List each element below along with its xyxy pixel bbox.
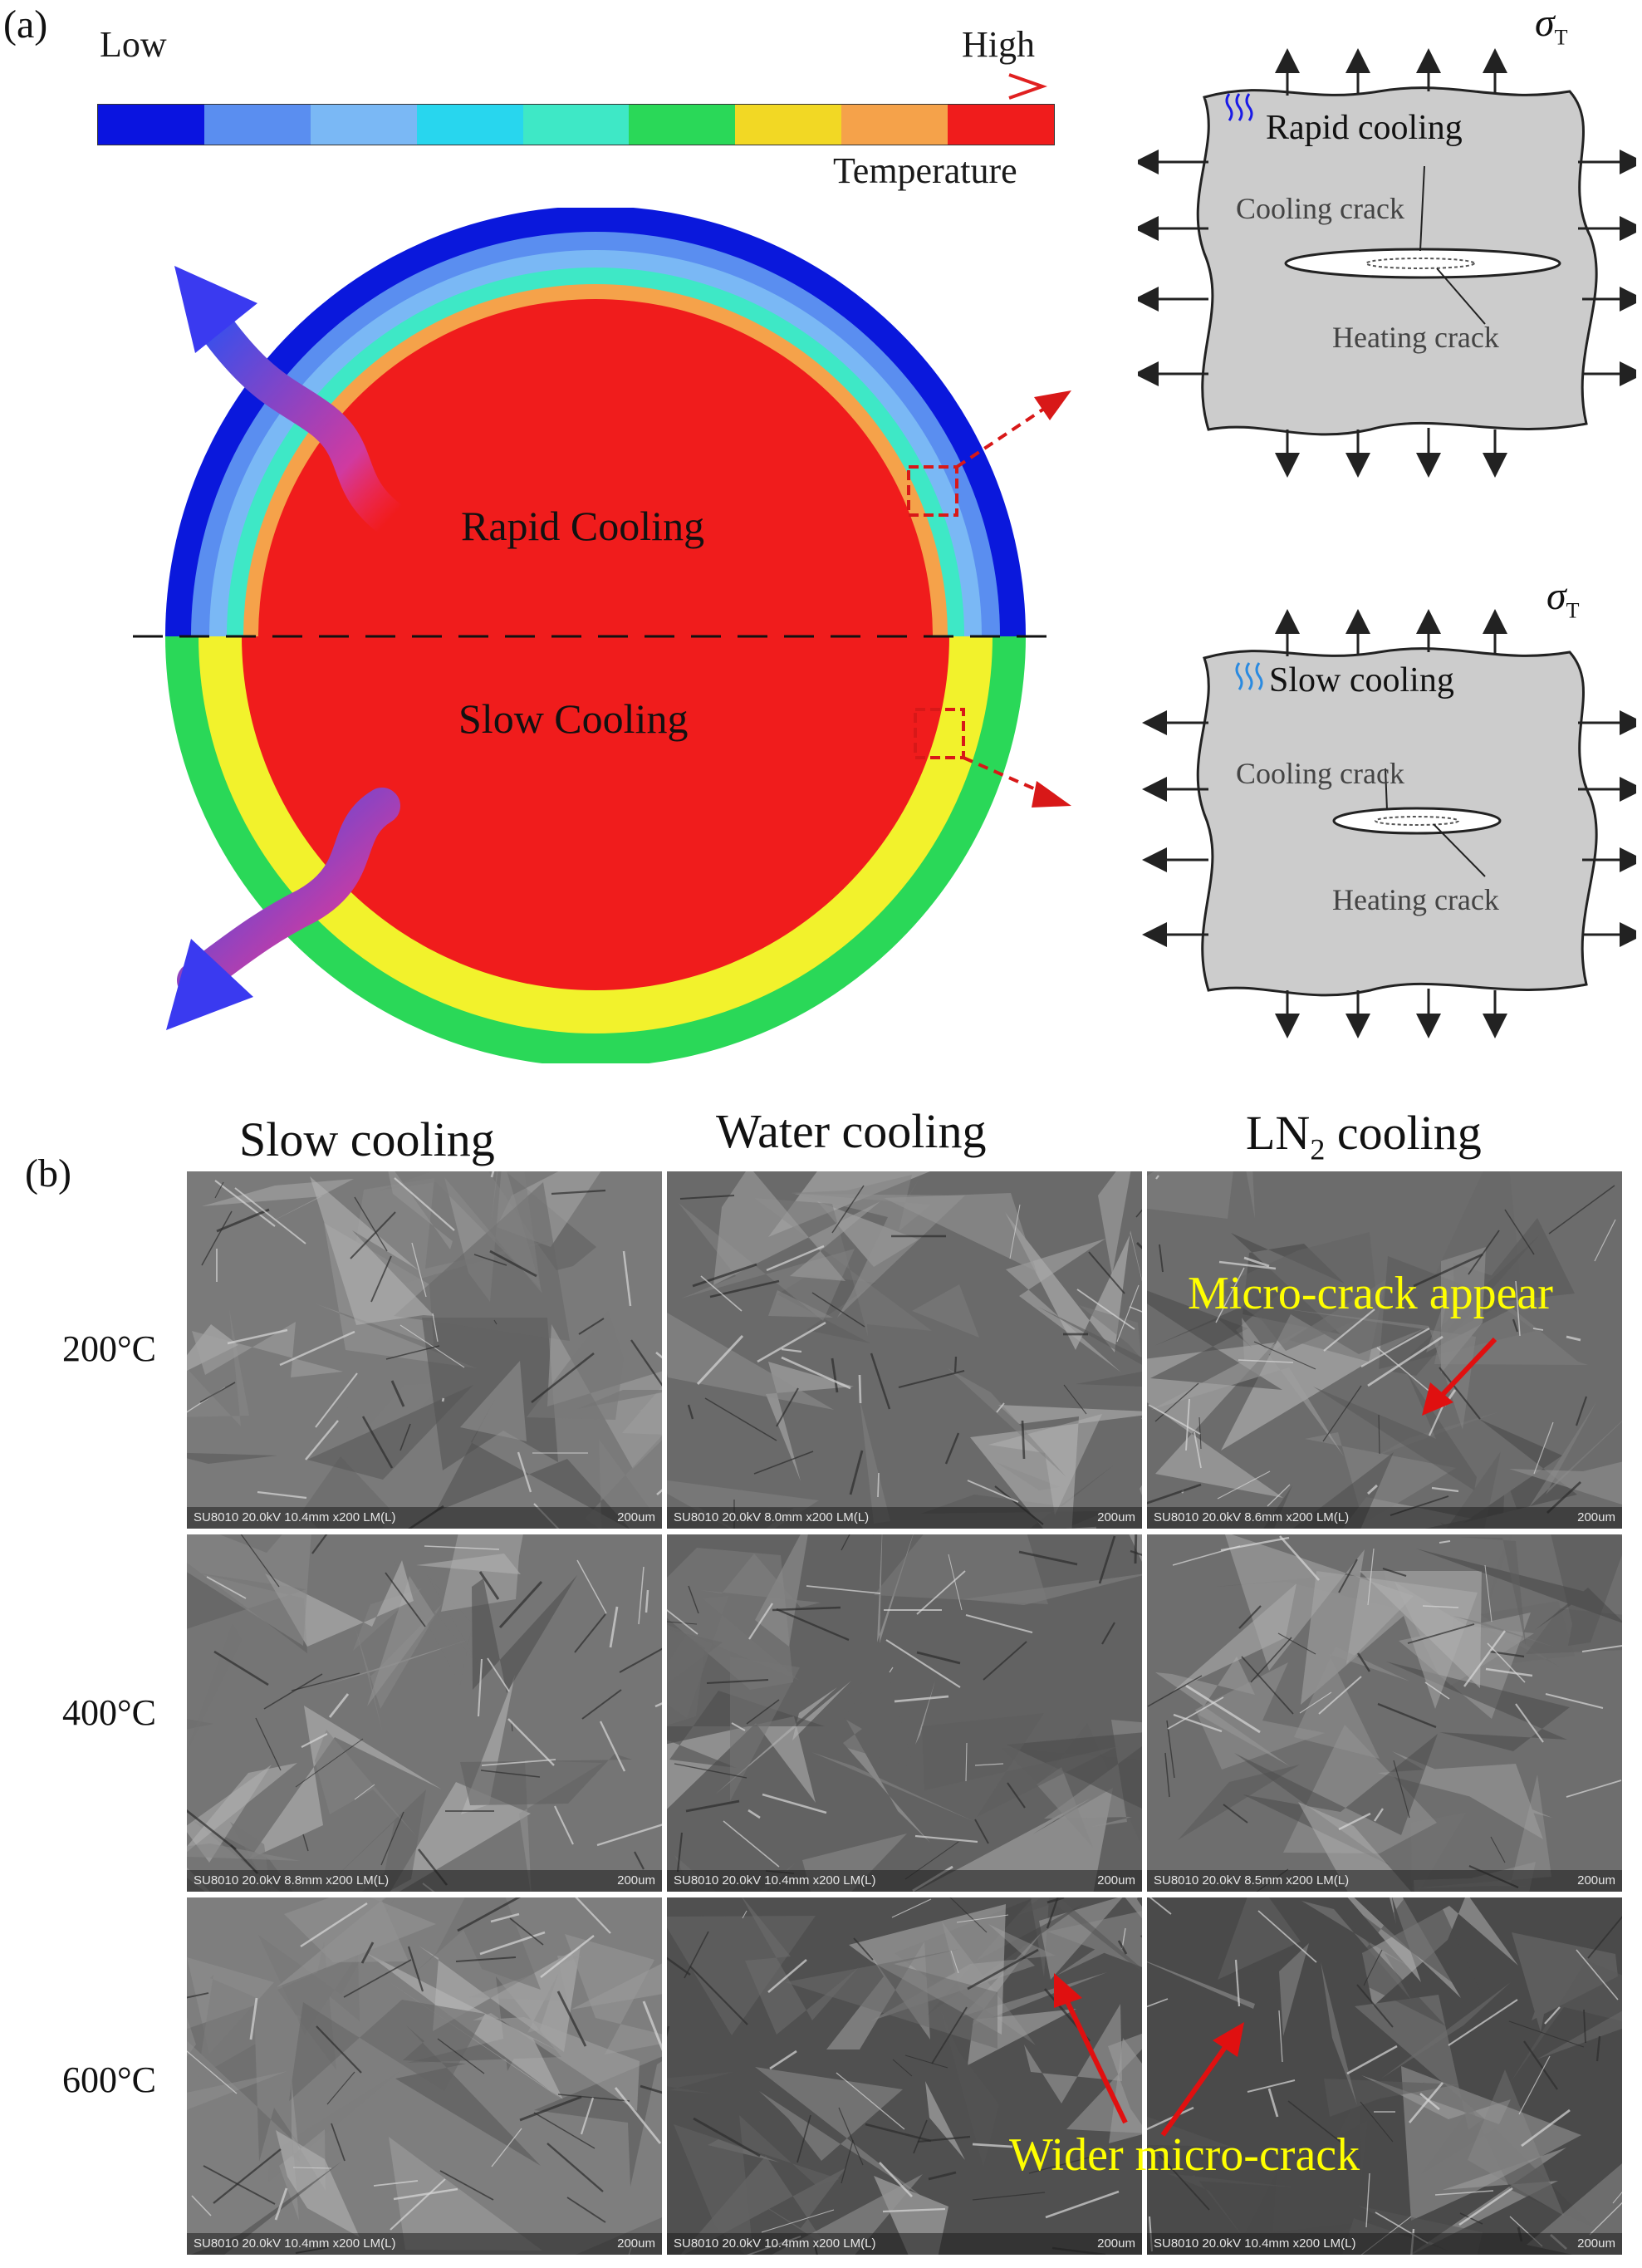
annotation-micro-crack: Micro-crack appear: [1188, 1268, 1553, 1319]
sem-scale-text: 200um: [617, 2236, 655, 2251]
sem-scale-text: 200um: [1577, 1873, 1615, 1888]
rapid-cooling-stress-box: [1138, 48, 1636, 478]
colorbar-segment: [416, 105, 523, 145]
sem-scale-text: 200um: [617, 1873, 655, 1888]
annotation-arrow-1: [1422, 1337, 1497, 1416]
colorbar-segment: [948, 105, 1055, 145]
colorbar-segment: [629, 105, 736, 145]
sem-info-bar: SU8010 20.0kV 8.6mm x200 LM(L) 200um: [1147, 1507, 1622, 1529]
sem-info-bar: SU8010 20.0kV 10.4mm x200 LM(L) 200um: [667, 2233, 1142, 2255]
column-header-ln2: LN2 cooling: [1246, 1106, 1482, 1166]
sem-scale-text: 200um: [1097, 1873, 1135, 1888]
sem-image: SU8010 20.0kV 8.6mm x200 LM(L) 200um: [1147, 1171, 1622, 1529]
sem-info-bar: SU8010 20.0kV 8.5mm x200 LM(L) 200um: [1147, 1870, 1622, 1892]
annotation-arrow-3: [1160, 2022, 1244, 2137]
sem-scale-text: 200um: [1097, 2236, 1135, 2251]
sem-image: SU8010 20.0kV 8.8mm x200 LM(L) 200um: [187, 1534, 662, 1892]
panel-b-label: (b): [25, 1151, 71, 1195]
sem-image: SU8010 20.0kV 10.4mm x200 LM(L) 200um: [187, 1897, 662, 2255]
sem-info-bar: SU8010 20.0kV 10.4mm x200 LM(L) 200um: [187, 1507, 662, 1529]
sem-image: SU8010 20.0kV 10.4mm x200 LM(L) 200um: [1147, 1897, 1622, 2255]
row-label-400: 400°C: [62, 1692, 156, 1733]
sem-info-bar: SU8010 20.0kV 10.4mm x200 LM(L) 200um: [1147, 2233, 1622, 2255]
colorbar-segment: [522, 105, 630, 145]
sem-scale-text: 200um: [1577, 2236, 1615, 2251]
temperature-gradient-arrow: [100, 73, 1048, 100]
temperature-colorbar: [97, 104, 1055, 145]
row-label-600: 600°C: [62, 2059, 156, 2100]
sem-info-text: SU8010 20.0kV 10.4mm x200 LM(L): [674, 1873, 876, 1888]
colorbar-segment: [203, 105, 311, 145]
stress-symbol-top: σT: [1535, 1, 1568, 50]
sem-info-text: SU8010 20.0kV 8.6mm x200 LM(L): [1154, 1510, 1350, 1524]
scale-high-label: High: [962, 24, 1035, 65]
sem-info-text: SU8010 20.0kV 8.0mm x200 LM(L): [674, 1510, 870, 1524]
colorbar-segment: [310, 105, 417, 145]
sem-info-text: SU8010 20.0kV 10.4mm x200 LM(L): [194, 2236, 396, 2251]
column-header-water: Water cooling: [716, 1104, 987, 1158]
panel-a-label: (a): [3, 2, 48, 47]
row-label-200: 200°C: [62, 1328, 156, 1369]
sem-scale-text: 200um: [617, 1510, 655, 1524]
rapid-cooling-box-title: Rapid cooling: [1266, 109, 1463, 147]
sem-info-text: SU8010 20.0kV 8.5mm x200 LM(L): [1154, 1873, 1350, 1888]
annotation-arrow-2: [1054, 1973, 1128, 2124]
column-header-slow: Slow cooling: [239, 1112, 495, 1166]
colorbar-segment: [98, 105, 204, 145]
stress-symbol-bottom: σT: [1546, 574, 1580, 623]
sem-info-bar: SU8010 20.0kV 10.4mm x200 LM(L) 200um: [187, 2233, 662, 2255]
sem-image: SU8010 20.0kV 8.5mm x200 LM(L) 200um: [1147, 1534, 1622, 1892]
annotation-wider-crack: Wider micro-crack: [1009, 2129, 1360, 2181]
sem-info-text: SU8010 20.0kV 8.8mm x200 LM(L): [194, 1873, 390, 1888]
slow-cooling-crack-label: Cooling crack: [1236, 757, 1404, 790]
sem-info-bar: SU8010 20.0kV 8.8mm x200 LM(L) 200um: [187, 1870, 662, 1892]
rapid-cooling-crack-label: Cooling crack: [1236, 192, 1404, 225]
scale-low-label: Low: [100, 24, 167, 65]
sem-image: SU8010 20.0kV 10.4mm x200 LM(L) 200um: [187, 1171, 662, 1529]
sem-info-bar: SU8010 20.0kV 10.4mm x200 LM(L) 200um: [667, 1870, 1142, 1892]
colorbar-segment: [735, 105, 842, 145]
sem-info-bar: SU8010 20.0kV 8.0mm x200 LM(L) 200um: [667, 1507, 1142, 1529]
sem-scale-text: 200um: [1577, 1510, 1615, 1524]
sem-info-text: SU8010 20.0kV 10.4mm x200 LM(L): [1154, 2236, 1356, 2251]
slow-cooling-label: Slow Cooling: [458, 695, 689, 742]
slow-cooling-stress-box: [1142, 609, 1636, 1038]
rapid-cooling-label: Rapid Cooling: [461, 503, 705, 549]
sem-image: SU8010 20.0kV 10.4mm x200 LM(L) 200um: [667, 1534, 1142, 1892]
slow-cooling-box-title: Slow cooling: [1269, 661, 1454, 700]
cooling-circle-diagram: [133, 208, 1071, 1063]
scale-caption: Temperature: [833, 150, 1017, 191]
sem-info-text: SU8010 20.0kV 10.4mm x200 LM(L): [674, 2236, 876, 2251]
sem-info-text: SU8010 20.0kV 10.4mm x200 LM(L): [194, 1510, 396, 1524]
sem-image: SU8010 20.0kV 8.0mm x200 LM(L) 200um: [667, 1171, 1142, 1529]
sem-scale-text: 200um: [1097, 1510, 1135, 1524]
sem-image: SU8010 20.0kV 10.4mm x200 LM(L) 200um: [667, 1897, 1142, 2255]
colorbar-segment: [841, 105, 948, 145]
rapid-heating-crack-label: Heating crack: [1332, 321, 1499, 354]
slow-heating-crack-label: Heating crack: [1332, 883, 1499, 916]
